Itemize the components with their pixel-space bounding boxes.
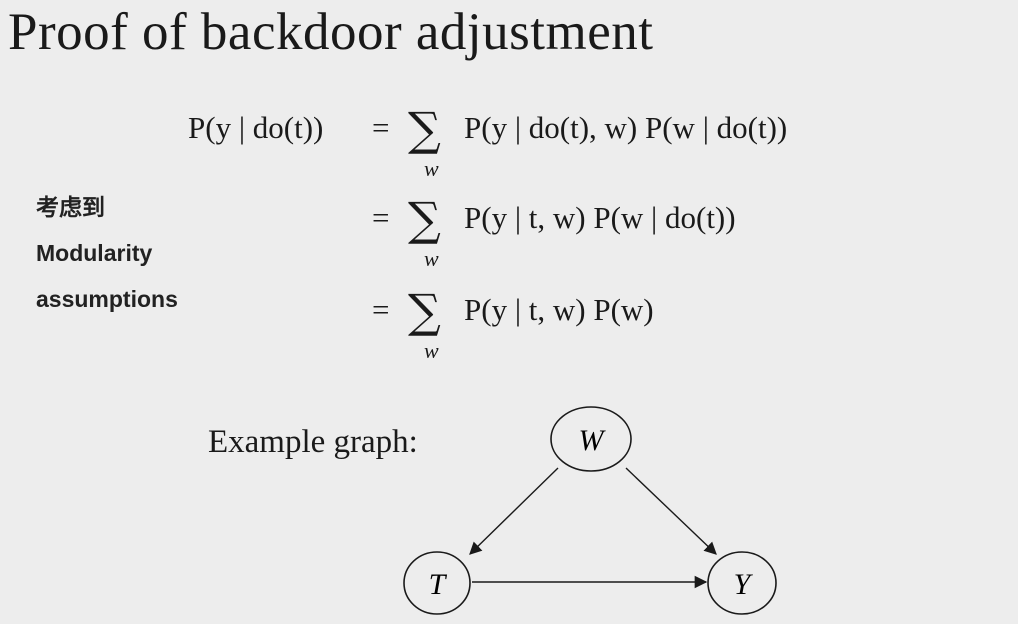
modularity-note: 考虑到 Modularity assumptions [36, 184, 178, 322]
equation-1-sum-index: w [424, 156, 439, 181]
edge-w-to-t [469, 467, 559, 555]
edge-w-to-y [625, 467, 717, 555]
equation-2-rhs: P(y | t, w) P(w | do(t)) [464, 200, 736, 235]
node-y-label: Y [734, 568, 754, 601]
example-graph-label: Example graph: [208, 424, 418, 460]
node-w-label: W [579, 424, 607, 457]
note-line-3: assumptions [36, 286, 178, 312]
node-t: T [403, 551, 471, 615]
equation-2-sum: ∑ [408, 192, 441, 246]
equation-3-rhs: P(y | t, w) P(w) [464, 292, 654, 327]
slide-title: Proof of backdoor adjustment [8, 3, 654, 61]
equation-1-sum: ∑ [408, 102, 441, 156]
node-t-label: T [429, 568, 448, 601]
equation-1-rhs: P(y | do(t), w) P(w | do(t)) [464, 110, 788, 145]
equation-3-sum-index: w [424, 338, 439, 363]
equation-2-equals: = [372, 200, 390, 235]
node-y: Y [707, 551, 777, 615]
note-line-2: Modularity [36, 240, 153, 266]
note-line-1: 考虑到 [36, 194, 105, 220]
equation-1-lhs: P(y | do(t)) [188, 110, 324, 145]
equation-1-equals: = [372, 110, 390, 145]
node-w: W [550, 406, 632, 472]
equation-2-sum-index: w [424, 246, 439, 271]
equation-3-sum: ∑ [408, 284, 441, 338]
equation-3-equals: = [372, 292, 390, 327]
